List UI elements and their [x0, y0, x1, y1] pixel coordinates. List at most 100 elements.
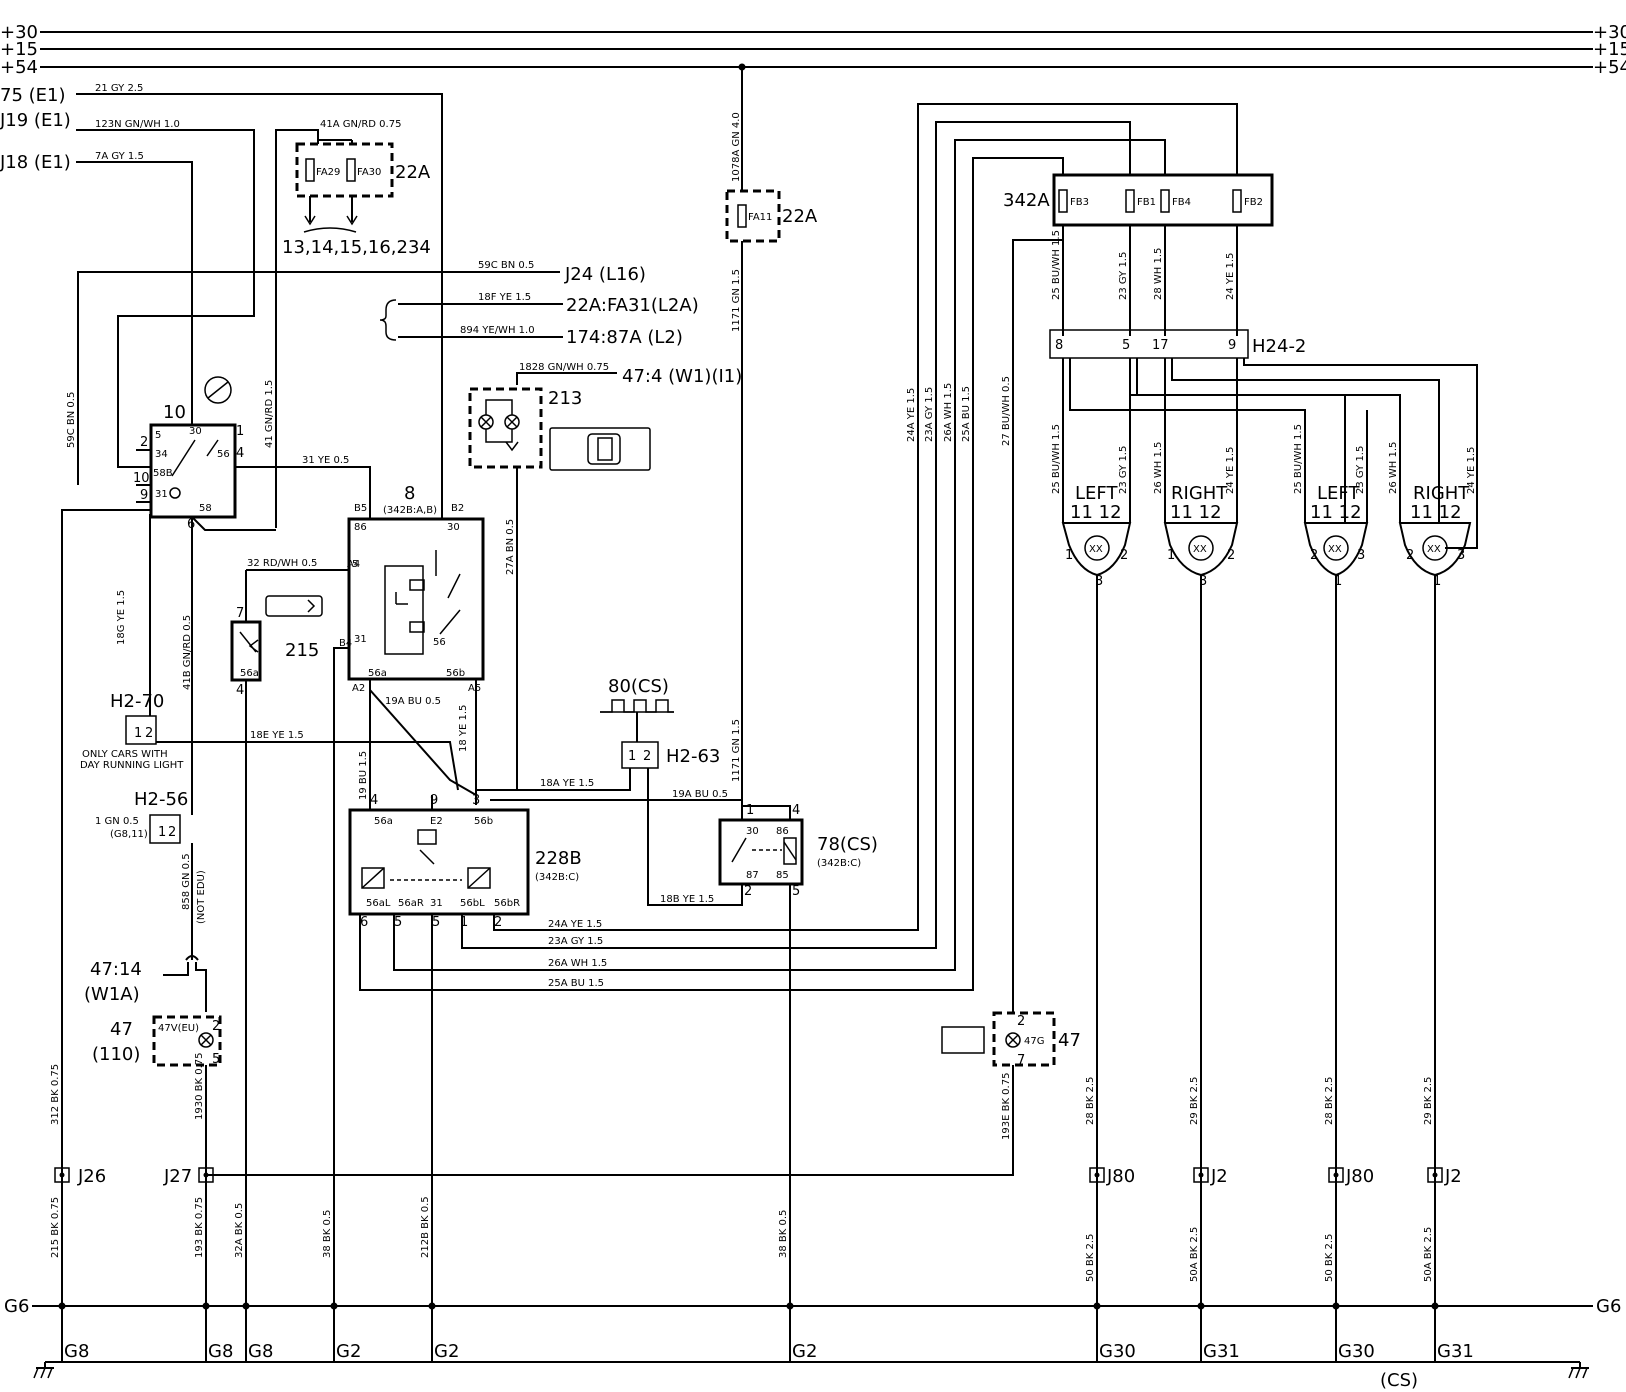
- wire-28bk-label: 28 BK 2.5: [1085, 1077, 1096, 1125]
- wire-23-label: 23 GY 1.5: [1118, 252, 1129, 300]
- input-75-label: 75 (E1): [0, 85, 66, 106]
- ground-symbol-right-icon: [1568, 1362, 1589, 1379]
- junction-j26-label: J26: [77, 1166, 106, 1187]
- wire-28-label: 28 WH 1.5: [1153, 248, 1164, 300]
- svg-text:9: 9: [430, 793, 438, 808]
- outputs-upper: 59C BN 0.5 J24 (L16) 18F YE 1.5 894 YE/W…: [77, 260, 699, 485]
- svg-text:XX: XX: [1193, 544, 1207, 555]
- wire-32a-label: 32A BK 0.5: [234, 1203, 245, 1258]
- block-80-cs: 80(CS) 1 2 H2-63 18A YE 1.5 18B YE 1.5: [490, 676, 743, 906]
- svg-text:56b: 56b: [446, 668, 465, 679]
- bus-30-label-left: +30: [0, 22, 38, 43]
- svg-text:56: 56: [433, 637, 446, 648]
- input-j19-label: J19 (E1): [0, 110, 71, 131]
- svg-text:23 GY 1.5: 23 GY 1.5: [1355, 446, 1366, 494]
- block-80-label: 80(CS): [608, 676, 669, 697]
- wire-312-label: 312 BK 0.75: [50, 1064, 61, 1125]
- svg-text:3: 3: [472, 793, 480, 808]
- bus-g6-label-left: G6: [4, 1296, 29, 1317]
- fuse-fa11-label: FA11: [748, 212, 772, 223]
- wire-38-label: 38 BK 0.5: [322, 1210, 333, 1258]
- wire-41a-label: 41A GN/RD 0.75: [320, 119, 401, 130]
- junction-j2b-label: J2: [1444, 1166, 1462, 1187]
- lamp-47v-label: 47V(EU): [158, 1023, 199, 1034]
- lamp-47g-label: 47G: [1024, 1036, 1044, 1047]
- svg-text:56a: 56a: [374, 816, 393, 827]
- module-228b-sub-label: (342B:C): [535, 872, 579, 883]
- wire-27a-label: 27A BN 0.5: [505, 519, 516, 575]
- wire-18g-label: 18G YE 1.5: [116, 590, 127, 645]
- wire-1171-label: 1171 GN 1.5: [731, 269, 742, 332]
- svg-text:B2: B2: [451, 503, 464, 514]
- svg-text:5: 5: [352, 559, 358, 570]
- svg-text:30: 30: [746, 826, 759, 837]
- relay-8-sub-label: (342B:A,B): [383, 505, 437, 516]
- fuse-box-342a-label: 342A: [1003, 190, 1050, 211]
- svg-text:2: 2: [168, 825, 176, 840]
- svg-text:1: 1: [460, 915, 468, 930]
- fuse-22a-mid-label: 22A: [782, 206, 818, 227]
- svg-text:56bL: 56bL: [460, 898, 485, 909]
- output-j24-label: J24 (L16): [564, 264, 646, 285]
- fuse-box-342a: 342A FB3 FB1 FB4 FB2 25 BU/WH 1.5 23 GY …: [1001, 173, 1274, 1012]
- lamp-47-left-sub-label: (110): [92, 1044, 140, 1065]
- svg-text:1: 1: [1167, 548, 1175, 563]
- fuse-22a-mid: FA11 22A 1078A GN 4.0 1171 GN 1.5 1171 G…: [725, 67, 818, 806]
- ground-g2c-label: G2: [792, 1341, 817, 1362]
- svg-text:5: 5: [432, 915, 440, 930]
- svg-text:9: 9: [140, 488, 148, 503]
- wire-193e-label: 193E BK 0.75: [1001, 1073, 1012, 1140]
- wire-25av-label: 25A BU 1.5: [961, 386, 972, 442]
- junction-j2a-label: J2: [1210, 1166, 1228, 1187]
- wire-31-label: 31 YE 0.5: [302, 455, 349, 466]
- wire-23a-label: 23A GY 1.5: [548, 936, 603, 947]
- fuse-fa29-label: FA29: [316, 167, 340, 178]
- connector-h2-70-label: H2-70: [110, 691, 164, 712]
- svg-text:8: 8: [1055, 338, 1063, 353]
- wire-23av-label: 23A GY 1.5: [924, 387, 935, 442]
- connector-h2-56: H2-56 1 2 1 GN 0.5 (G8,11) 858 GN 0.5 (N…: [84, 789, 207, 1012]
- svg-text:2: 2: [1227, 548, 1235, 563]
- switch-215-label: 215: [285, 640, 319, 661]
- module-228b-label: 228B: [535, 848, 582, 869]
- fuse-22a-ref-label: 13,14,15,16,234: [282, 237, 431, 258]
- ground-g8c-label: G8: [248, 1341, 273, 1362]
- svg-text:1: 1: [1065, 548, 1073, 563]
- svg-text:1: 1: [1334, 574, 1342, 589]
- wire-59c-v-label: 59C BN 0.5: [66, 392, 77, 448]
- wire-1gn-label: 1 GN 0.5: [95, 816, 139, 827]
- wire-193-label: 193 BK 0.75: [194, 1197, 205, 1258]
- ground-g2b-label: G2: [434, 1341, 459, 1362]
- wire-18ye-label: 18 YE 1.5: [458, 705, 469, 752]
- ground-g31a-label: G31: [1203, 1341, 1240, 1362]
- ground-g30b-label: G30: [1338, 1341, 1375, 1362]
- output-174-label: 174:87A (L2): [566, 327, 683, 348]
- input-47-14-label: 47:14: [90, 959, 142, 980]
- svg-text:56aR: 56aR: [398, 898, 424, 909]
- svg-text:4: 4: [370, 793, 378, 808]
- svg-text:56a: 56a: [368, 668, 387, 679]
- svg-text:3: 3: [1457, 548, 1465, 563]
- power-buses: +30 +15 +54 +30 +15 +54: [0, 22, 1626, 78]
- wire-50a-label: 50A BK 2.5: [1189, 1227, 1200, 1282]
- connector-h2-70: H2-70 1 2 ONLY CARS WITH DAY RUNNING LIG…: [80, 514, 459, 791]
- svg-text:9: 9: [1228, 338, 1236, 353]
- lamp-pins-label: 11 12: [1170, 502, 1222, 523]
- svg-text:4: 4: [236, 446, 244, 461]
- svg-text:2: 2: [140, 435, 148, 450]
- svg-text:B4: B4: [339, 638, 352, 649]
- lamp-side-label: LEFT: [1075, 483, 1118, 504]
- wire-18b-label: 18B YE 1.5: [660, 894, 714, 905]
- svg-text:2: 2: [1310, 548, 1318, 563]
- svg-text:2: 2: [1406, 548, 1414, 563]
- ground-g31b-label: G31: [1437, 1341, 1474, 1362]
- svg-text:56a: 56a: [240, 668, 259, 679]
- wire-26av-label: 26A WH 1.5: [943, 383, 954, 442]
- lamp-47-right-label: 47: [1058, 1030, 1081, 1051]
- wire-7a-label: 7A GY 1.5: [95, 151, 144, 162]
- lamp-side-label: LEFT: [1317, 483, 1360, 504]
- wire-32-label: 32 RD/WH 0.5: [247, 558, 317, 569]
- svg-text:26 WH 1.5: 26 WH 1.5: [1153, 442, 1164, 494]
- svg-text:86: 86: [776, 826, 789, 837]
- ground-cs-label: (CS): [1380, 1370, 1418, 1391]
